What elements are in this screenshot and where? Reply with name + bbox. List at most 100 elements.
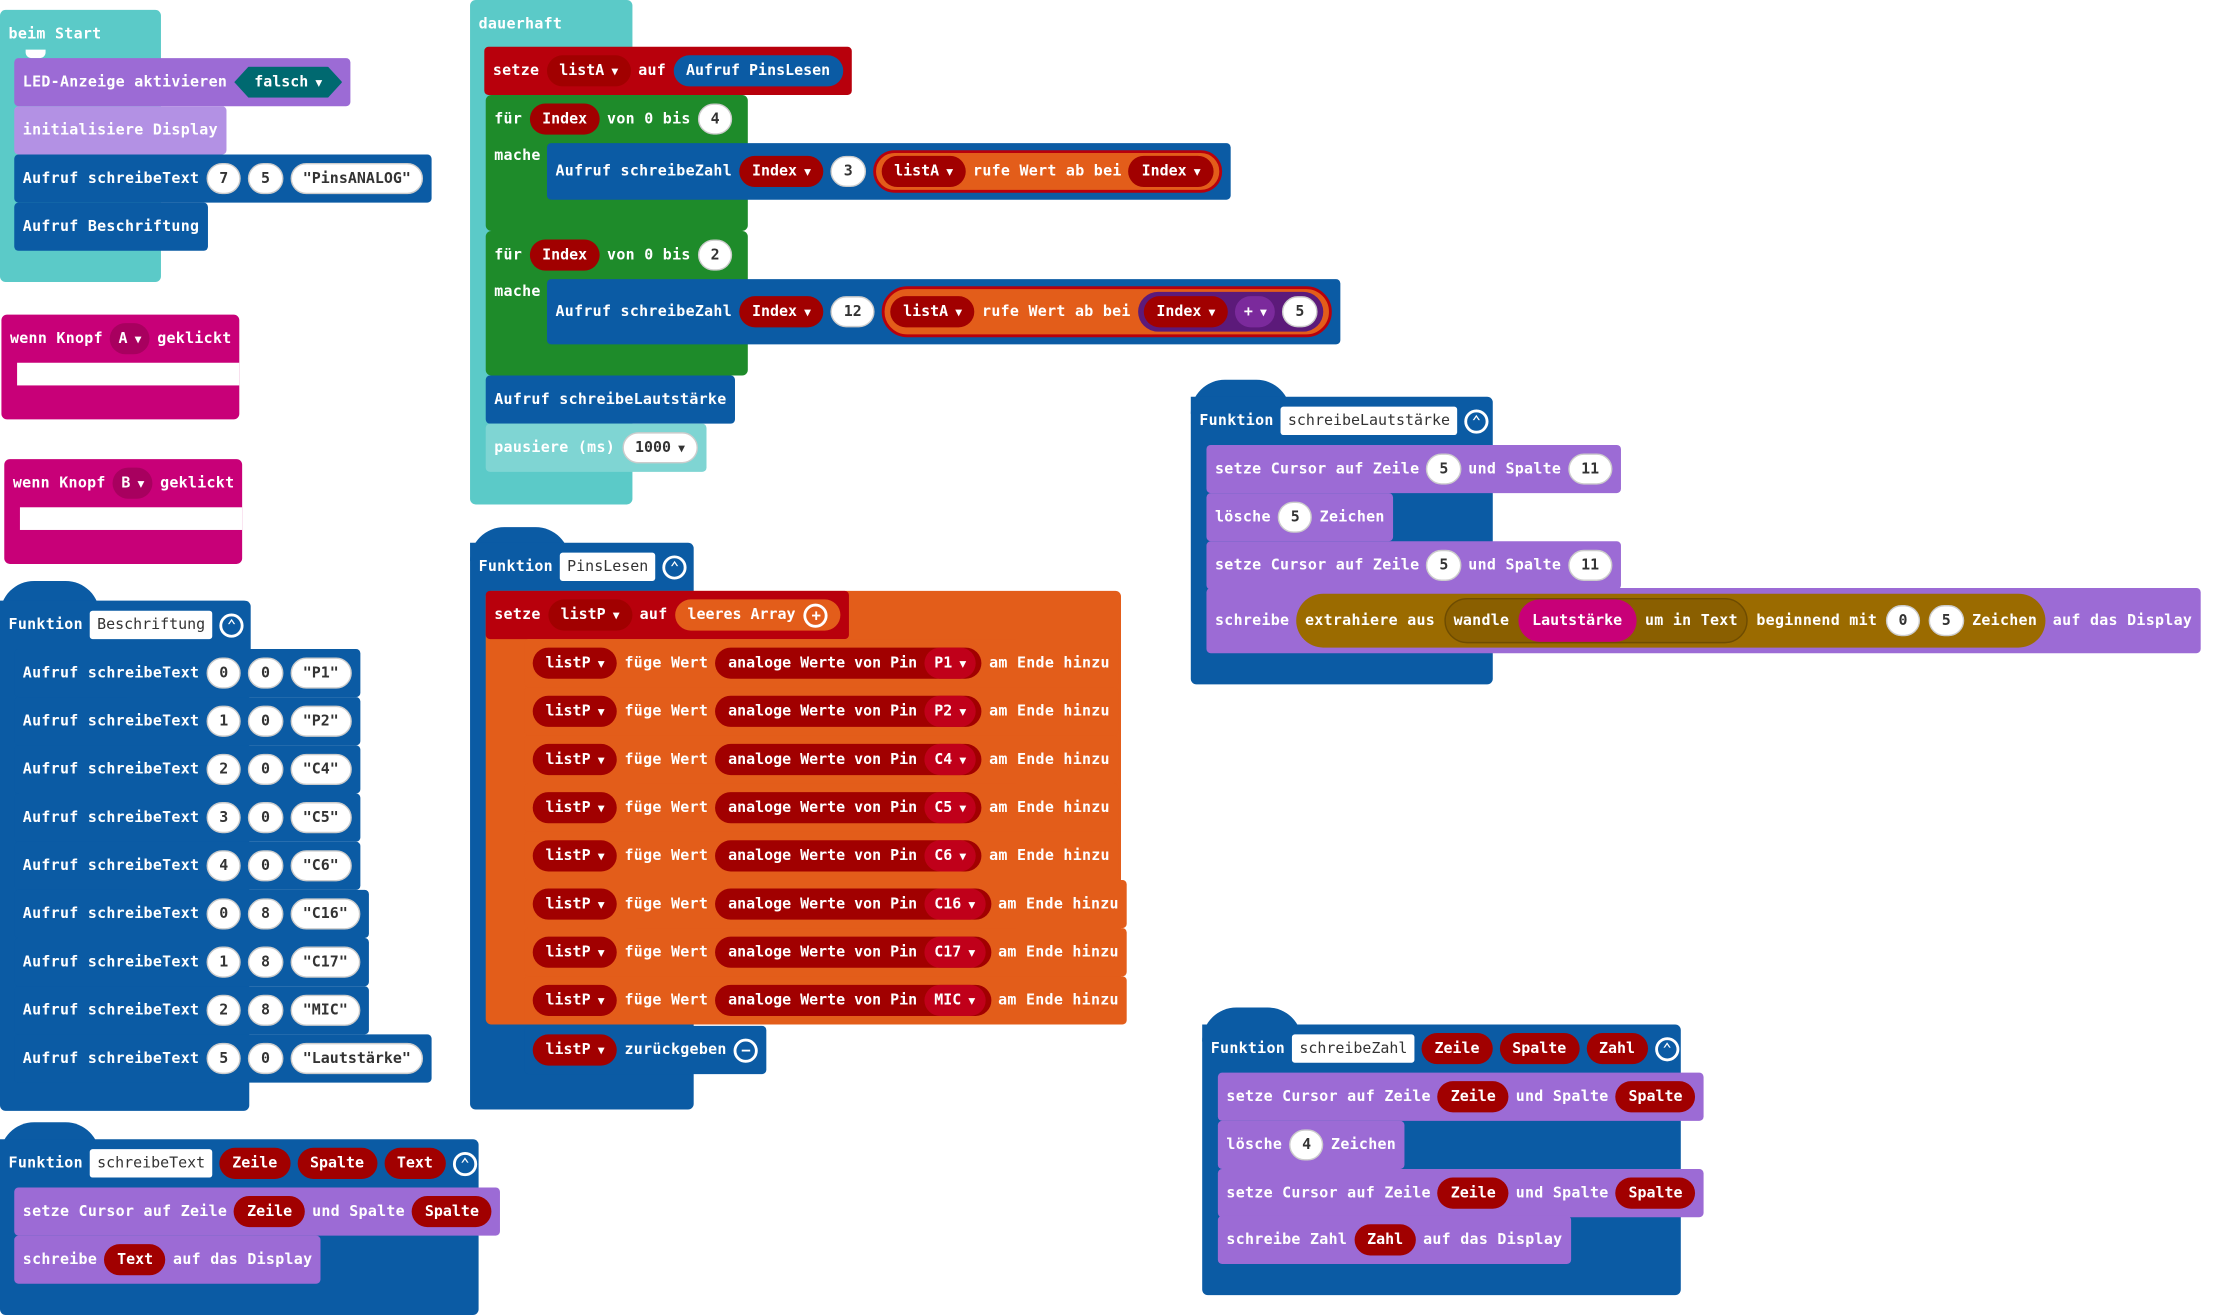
init-display-block[interactable]: initialisiere Display [14, 106, 227, 155]
collapse-icon[interactable]: ⌃ [452, 1151, 478, 1176]
number-input[interactable]: 11 [1568, 549, 1612, 581]
function-name-field[interactable]: schreibeText [90, 1149, 213, 1178]
text-input[interactable]: "P2" [289, 705, 352, 737]
convert-text-reporter[interactable]: wandle Lautstärke um in Text [1443, 597, 1748, 644]
number-input[interactable]: 0 [248, 657, 283, 689]
function-pinslesen-def[interactable]: Funktion PinsLesen ⌃ [470, 543, 695, 591]
number-input[interactable]: 3 [206, 802, 242, 834]
set-cursor-block[interactable]: setze Cursor auf Zeile Zeile und Spalte … [1217, 1169, 1704, 1218]
number-input[interactable]: 4 [1289, 1129, 1324, 1161]
number-input[interactable]: 0 [248, 753, 283, 786]
number-input[interactable]: 8 [248, 946, 283, 978]
pin-dropdown[interactable]: P1▼ [924, 647, 977, 679]
number-input[interactable]: 0 [248, 705, 283, 737]
button-dropdown[interactable]: A▼ [109, 323, 151, 355]
param-text[interactable]: Text [384, 1147, 446, 1179]
clear-chars-block[interactable]: lösche 4 Zeichen [1217, 1120, 1405, 1170]
call-schreibetext-block[interactable]: Aufruf schreibeText 7 5 "PinsANALOG" [14, 154, 433, 203]
function-name-field[interactable]: Beschriftung [90, 610, 213, 640]
var-listp-dropdown[interactable]: listP▼ [532, 695, 618, 727]
text-input[interactable]: "C5" [289, 802, 352, 834]
number-input[interactable]: 3 [830, 155, 866, 188]
set-lista-block[interactable]: setze listA▼ auf Aufruf PinsLesen [484, 46, 852, 95]
function-name-field[interactable]: PinsLesen [560, 552, 656, 581]
var-listp-dropdown[interactable]: listP▼ [532, 840, 618, 872]
collapse-icon[interactable]: ⌃ [1654, 1036, 1680, 1061]
number-input[interactable]: 5 [1277, 501, 1313, 533]
var-zeile[interactable]: Zeile [1437, 1177, 1509, 1209]
text-input[interactable]: "C17" [289, 946, 361, 978]
number-input[interactable]: 1 [206, 705, 242, 737]
number-input[interactable]: 2 [206, 994, 242, 1026]
var-index[interactable]: Index [529, 239, 600, 271]
var-zahl[interactable]: Zahl [1354, 1224, 1416, 1256]
number-input[interactable]: 0 [1885, 605, 1921, 637]
param-zeile[interactable]: Zeile [219, 1147, 291, 1179]
set-cursor-block[interactable]: setze Cursor auf Zeile 5 und Spalte 11 [1206, 541, 1621, 590]
param-zahl[interactable]: Zahl [1586, 1032, 1648, 1065]
number-input[interactable]: 7 [206, 162, 242, 195]
number-input[interactable]: 5 [206, 1042, 242, 1075]
collapse-icon[interactable]: ⌃ [1464, 408, 1489, 433]
list-get-reporter[interactable]: listA▼ rufe Wert ab bei Index▼ [872, 150, 1223, 193]
var-listp-dropdown[interactable]: listP▼ [532, 936, 618, 968]
set-cursor-block[interactable]: setze Cursor auf Zeile Zeile und Spalte … [1217, 1072, 1704, 1121]
operator-dropdown[interactable]: +▼ [1235, 296, 1276, 328]
empty-array-reporter[interactable]: leeres Array+ [674, 599, 842, 631]
number-input[interactable]: 5 [1928, 605, 1964, 637]
number-input[interactable]: 11 [1568, 453, 1612, 485]
number-input[interactable]: 0 [248, 802, 283, 834]
var-spalte[interactable]: Spalte [1615, 1177, 1696, 1209]
button-dropdown[interactable]: B▼ [112, 467, 153, 499]
set-cursor-block[interactable]: setze Cursor auf Zeile Zeile und Spalte … [14, 1187, 501, 1236]
minus-icon[interactable]: − [733, 1037, 759, 1063]
number-input[interactable]: 0 [248, 850, 283, 882]
number-input[interactable]: 2 [206, 753, 242, 786]
collapse-icon[interactable]: ⌃ [662, 554, 687, 579]
call-schreibezahl-1[interactable]: Aufruf schreibeZahl Index▼ 3 listA▼ rufe… [546, 143, 1231, 200]
return-listp-block[interactable]: listP▼ zurückgeben − [524, 1025, 767, 1075]
number-input[interactable]: 5 [248, 162, 283, 195]
number-input[interactable]: 5 [1426, 549, 1462, 581]
function-name-field[interactable]: schreibeLautstärke [1280, 406, 1458, 436]
call-pinslesen-reporter[interactable]: Aufruf PinsLesen [673, 55, 843, 87]
var-listp-dropdown[interactable]: listP▼ [532, 984, 618, 1016]
var-zeile[interactable]: Zeile [234, 1195, 305, 1228]
pause-dropdown[interactable]: 1000▼ [622, 432, 698, 464]
substring-reporter[interactable]: extrahiere aus wandle Lautstärke um in T… [1296, 593, 2046, 648]
number-input[interactable]: 1 [206, 946, 242, 978]
number-input[interactable]: 5 [1282, 296, 1318, 328]
write-display-block[interactable]: schreibe extrahiere aus wandle Lautstärk… [1206, 588, 2201, 654]
function-beschriftung-def[interactable]: Funktion Beschriftung ⌃ [0, 601, 252, 649]
param-zeile[interactable]: Zeile [1421, 1032, 1493, 1065]
var-zeile[interactable]: Zeile [1437, 1081, 1509, 1113]
led-enable-block[interactable]: LED-Anzeige aktivieren falsch▼ [14, 58, 351, 107]
pause-block[interactable]: pausiere (ms) 1000▼ [485, 423, 707, 472]
function-schreibetext-def[interactable]: Funktion schreibeText Zeile Spalte Text … [0, 1139, 486, 1187]
var-index-dropdown[interactable]: Index▼ [739, 296, 824, 328]
led-value-dropdown[interactable]: falsch▼ [234, 67, 342, 98]
number-input[interactable]: 0 [206, 898, 242, 930]
plus-icon[interactable]: + [804, 602, 829, 628]
number-input[interactable]: 0 [206, 657, 242, 689]
var-lista-dropdown[interactable]: listA▼ [890, 296, 975, 328]
math-add-reporter[interactable]: Index▼ +▼ 5 [1137, 291, 1323, 332]
